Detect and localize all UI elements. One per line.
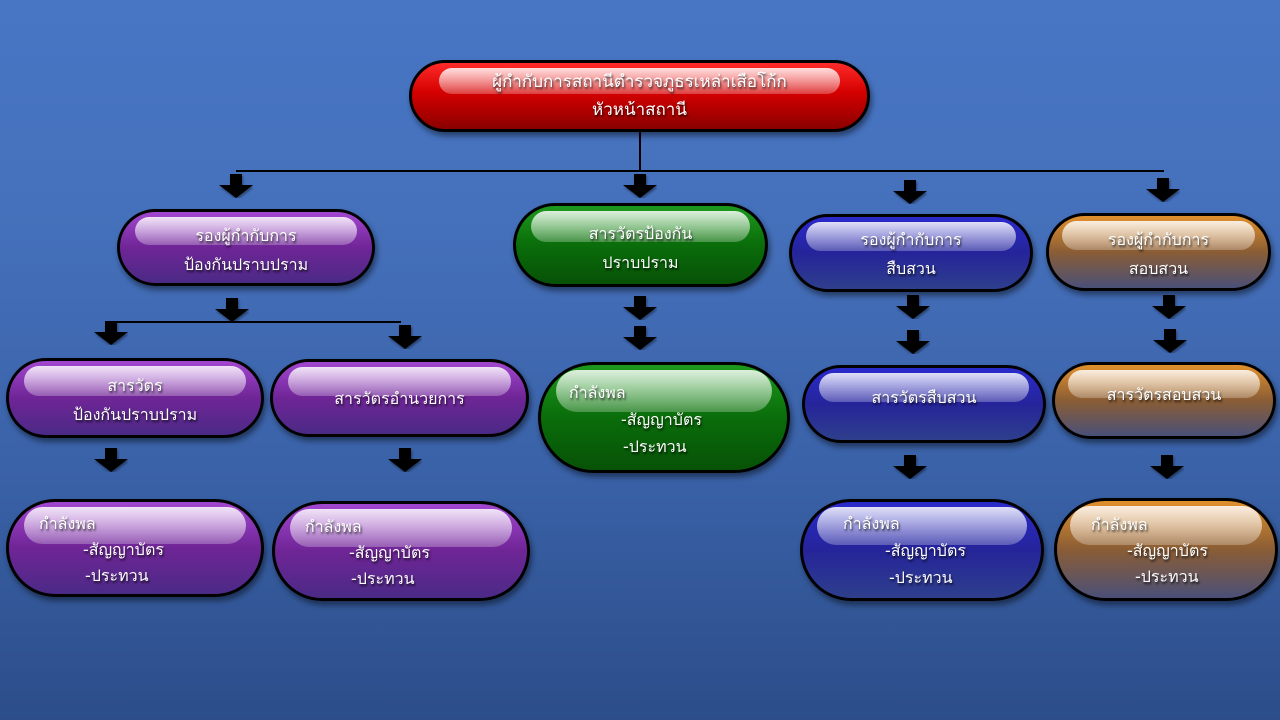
root-node-station-chief[interactable]: ผู้กำกับการสถานีตำรวจภูธรเหล่าเสือโก้ก ห… [409,60,870,132]
staff-item: -สัญญาบัตร [1127,541,1208,560]
arrow-down-icon [623,326,657,350]
arrow-down-icon [1152,295,1186,319]
arrow-down-icon [1153,329,1187,353]
arrow-down-icon [388,325,422,349]
staff-item: -สัญญาบัตร [885,541,966,560]
node-line: สารวัตรอำนวยการ [334,389,465,408]
node-staff-inquiry[interactable]: กำลังพล -สัญญาบัตร -ประทวน [1054,498,1278,601]
staff-title: กำลังพล [1091,515,1148,534]
node-inspector-crime-prevention-sub[interactable]: สารวัตร ป้องกันปราบปราม [6,358,264,438]
staff-item: -สัญญาบัตร [621,410,702,429]
staff-title: กำลังพล [39,514,96,533]
staff-item: -ประทวน [889,568,953,587]
node-deputy-investigation[interactable]: รองผู้กำกับการ สืบสวน [789,214,1033,292]
node-line: ป้องกันปราบปราม [183,255,309,274]
node-staff-administration[interactable]: กำลังพล -สัญญาบัตร -ประทวน [272,501,530,601]
node-line: สารวัตรป้องกัน [588,224,693,243]
node-staff-investigation[interactable]: กำลังพล -สัญญาบัตร -ประทวน [800,499,1044,601]
node-inspector-inquiry[interactable]: สารวัตรสอบสวน [1052,362,1276,439]
node-staff-crime-prevention[interactable]: กำลังพล -สัญญาบัตร -ประทวน [538,362,790,473]
arrow-down-icon [1150,455,1184,479]
arrow-down-icon [893,180,927,204]
arrow-down-icon [215,298,249,322]
arrow-down-icon [896,295,930,319]
node-line: รองผู้กำกับการ [860,230,962,249]
arrow-down-icon [896,330,930,354]
node-line: สารวัตร [107,376,163,395]
root-subtitle: หัวหน้าสถานี [592,100,687,120]
arrow-down-icon [388,448,422,472]
staff-item: -ประทวน [1135,567,1199,586]
node-line: รองผู้กำกับการ [1107,230,1210,249]
node-deputy-crime-prevention[interactable]: รองผู้กำกับการ ป้องกันปราบปราม [117,209,375,286]
staff-item: -ประทวน [351,569,415,588]
node-line: สารวัตรสืบสวน [871,388,977,407]
node-line: ปราบปราม [602,253,679,272]
arrow-down-icon [623,174,657,198]
node-staff-crime-prevention-sub[interactable]: กำลังพล -สัญญาบัตร -ประทวน [6,499,264,597]
node-deputy-inquiry[interactable]: รองผู้กำกับการ สอบสวน [1046,213,1271,291]
node-line: รองผู้กำกับการ [195,226,297,245]
staff-item: -ประทวน [623,437,687,456]
node-inspector-crime-prevention[interactable]: สารวัตรป้องกัน ปราบปราม [513,203,768,287]
staff-item: -สัญญาบัตร [83,540,164,559]
staff-title: กำลังพล [305,517,362,536]
arrow-down-icon [94,321,128,345]
arrow-down-icon [893,455,927,479]
root-vertical-connector [639,130,641,172]
node-line: สารวัตรสอบสวน [1106,385,1222,404]
node-line: สืบสวน [886,259,936,278]
arrow-down-icon [219,174,253,198]
node-line: ป้องกันปราบปราม [72,405,198,424]
staff-title: กำลังพล [843,514,900,533]
purple-horizontal-connector [113,321,401,323]
node-line: สอบสวน [1128,259,1189,278]
arrow-down-icon [623,296,657,320]
arrow-down-icon [94,448,128,472]
node-inspector-administration[interactable]: สารวัตรอำนวยการ [270,359,529,437]
staff-item: -สัญญาบัตร [349,543,430,562]
node-inspector-investigation[interactable]: สารวัตรสืบสวน [802,365,1046,443]
arrow-down-icon [1146,178,1180,202]
staff-item: -ประทวน [85,566,149,585]
main-horizontal-connector [236,170,1164,172]
staff-title: กำลังพล [569,383,626,402]
root-title: ผู้กำกับการสถานีตำรวจภูธรเหล่าเสือโก้ก [492,72,787,92]
